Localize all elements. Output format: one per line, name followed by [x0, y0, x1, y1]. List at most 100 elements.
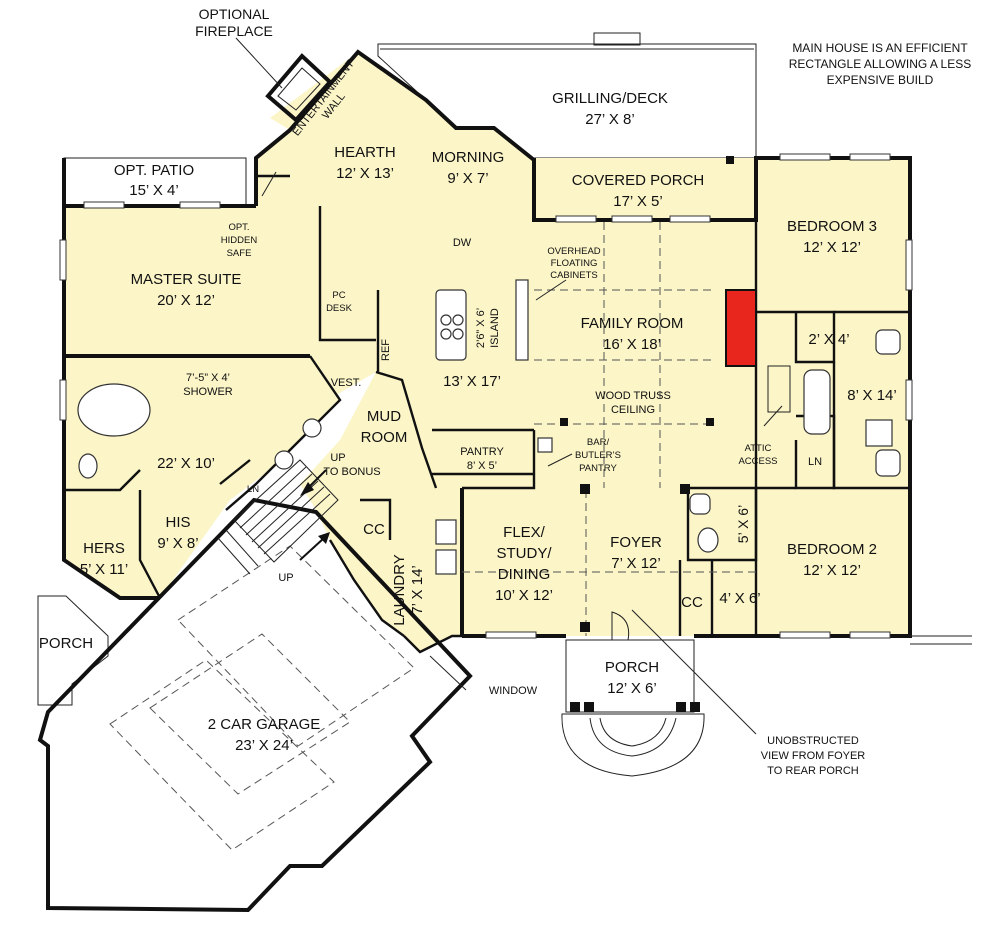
bedroom3-size: 12’ X 12’ [803, 239, 861, 256]
vest-label: VEST. [331, 377, 362, 389]
covered-porch-size: 17’ X 5’ [613, 193, 662, 210]
opt-patio-name: OPT. PATIO [114, 162, 194, 179]
family-room-size: 16’ X 18’ [603, 336, 661, 353]
overhead-line2: FLOATING [551, 258, 598, 269]
flex-foyer-interior [462, 488, 758, 636]
porch-steps [561, 713, 705, 777]
bedroom2-name: BEDROOM 2 [787, 541, 877, 558]
note-line3: EXPENSIVE BUILD [827, 73, 934, 87]
bar-line3: PANTRY [579, 463, 617, 474]
hers-name: HERS [83, 540, 125, 557]
pantry-size: 8’ X 5’ [467, 460, 497, 472]
hidden-safe-line1: OPT. [228, 222, 249, 233]
his-name: HIS [165, 514, 190, 531]
front-porch-name: PORCH [605, 659, 659, 676]
stair-arrows [299, 469, 330, 561]
pc-desk-line2: DESK [326, 303, 353, 314]
bar-line2: BUTLER’S [575, 450, 621, 461]
closet-2x4-size: 2’ X 4’ [808, 331, 849, 348]
family-fireplace [725, 289, 757, 367]
note-line2: RECTANGLE ALLOWING A LESS [789, 57, 972, 71]
leader-lines [235, 37, 783, 735]
bedroom2-size: 12’ X 12’ [803, 562, 861, 579]
flex-size: 10’ X 12’ [495, 587, 553, 604]
bathtub [77, 383, 151, 437]
optional-fireplace [265, 53, 333, 123]
shower-label: SHOWER [183, 386, 233, 398]
pantry-name: PANTRY [460, 446, 504, 458]
garage-area [37, 497, 473, 913]
closet-4x6-size: 4’ X 6’ [719, 590, 760, 607]
bath2-size: 8’ X 14’ [847, 387, 896, 404]
view-note-line1: UNOBSTRUCTED [767, 735, 859, 747]
bath-5x6-size: 5’ X 6’ [735, 505, 751, 543]
shower-size: 7’-5” X 4’ [186, 372, 230, 384]
master-interior [64, 206, 320, 356]
front-porch-area [565, 639, 695, 713]
master-suite-name: MASTER SUITE [131, 271, 242, 288]
hidden-safe-line3: SAFE [227, 248, 252, 259]
morning-size: 9’ X 7’ [447, 170, 488, 187]
kitchen-size: 13’ X 17’ [443, 373, 501, 390]
foyer-size: 7’ X 12’ [611, 555, 660, 572]
garage-size: 23’ X 24’ [235, 737, 293, 754]
covered-porch-name: COVERED PORCH [572, 172, 705, 189]
cc-label-foyer: CC [681, 594, 703, 611]
bar-line1: BAR/ [587, 437, 610, 448]
master-bath-size: 22’ X 10’ [157, 455, 215, 472]
attic-line2: ACCESS [738, 456, 777, 467]
view-note-line2: VIEW FROM FOYER [761, 750, 866, 762]
view-note-line3: TO REAR PORCH [767, 765, 859, 777]
attic-line1: ATTIC [745, 443, 772, 454]
fixtures [77, 156, 901, 712]
hearth-size: 12’ X 13’ [336, 165, 394, 182]
flex-line1: FLEX/ [503, 524, 546, 541]
grilling-deck-name: GRILLING/DECK [552, 90, 668, 107]
bedroom3-name: BEDROOM 3 [787, 218, 877, 235]
truss-line1: WOOD TRUSS [595, 390, 671, 402]
morning-name: MORNING [432, 149, 505, 166]
ref-label: REF [380, 339, 392, 361]
island-label: ISLAND [489, 308, 501, 348]
foyer-name: FOYER [610, 534, 662, 551]
his-size: 9’ X 8’ [157, 535, 198, 552]
side-porch-name: PORCH [39, 635, 93, 652]
stairs [217, 459, 339, 575]
overhead-line1: OVERHEAD [547, 246, 600, 257]
note-line1: MAIN HOUSE IS AN EFFICIENT [792, 41, 968, 55]
flex-line2: STUDY/ [496, 545, 552, 562]
ln-label-bedroom: LN [808, 456, 822, 468]
garage-name: 2 CAR GARAGE [208, 716, 321, 733]
cc-label-mud: CC [363, 521, 385, 538]
truss-line2: CEILING [611, 404, 655, 416]
fireplace-label-line1: OPTIONAL [199, 6, 270, 22]
up-label: UP [278, 572, 293, 584]
family-room-name: FAMILY ROOM [581, 315, 684, 332]
walls [62, 49, 972, 654]
mud-room-line1: MUD [367, 408, 401, 425]
window-label: WINDOW [489, 685, 538, 697]
ln-label-master: LN [247, 484, 259, 495]
front-porch-size: 12’ X 6’ [607, 680, 656, 697]
overhead-line3: CABINETS [550, 270, 598, 281]
mud-room-line2: ROOM [361, 429, 408, 446]
island-size: 2’6” X 6’ [475, 308, 487, 348]
deck-stair [593, 32, 641, 46]
windows [59, 153, 913, 639]
laundry-size: 7’ X 14’ [409, 565, 426, 614]
pc-desk-line1: PC [332, 290, 345, 301]
flex-line3: DINING [498, 566, 551, 583]
grilling-deck-size: 27’ X 8’ [585, 111, 634, 128]
master-suite-size: 20’ X 12’ [157, 292, 215, 309]
laundry-name: LAUNDRY [391, 554, 408, 625]
fireplace-label-line2: FIREPLACE [195, 23, 273, 39]
hers-size: 5’ X 11’ [80, 561, 128, 578]
mud-laundry-interior [300, 372, 462, 652]
dw-label: DW [453, 237, 472, 249]
hidden-safe-line2: HIDDEN [221, 235, 258, 246]
hearth-name: HEARTH [334, 144, 395, 161]
up-bonus-line1: UP [330, 452, 345, 464]
opt-patio-size: 15’ X 4’ [129, 182, 178, 199]
up-bonus-line2: TO BONUS [323, 466, 380, 478]
